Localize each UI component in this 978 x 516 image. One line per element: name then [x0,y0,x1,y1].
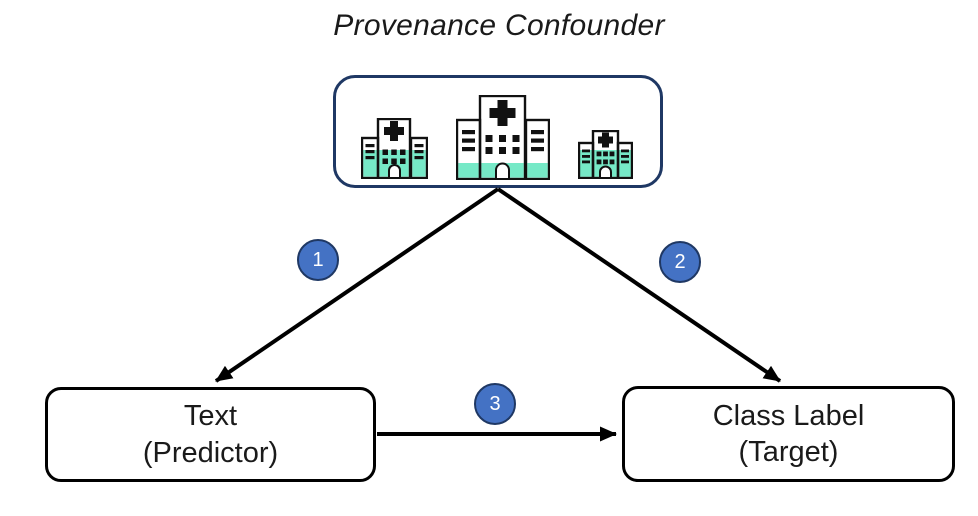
edge-badge-3: 3 [474,383,516,425]
diagram-title: Provenance Confounder [333,9,665,42]
edge-confounder-to-text [214,187,500,383]
hospital-icon-large [456,95,550,180]
edge-badge-2-label: 2 [674,250,686,273]
edge-badge-1: 1 [297,239,339,281]
text-node-line2: (Predictor) [142,436,279,469]
class-label-target-node: Class Label (Target) [622,386,955,482]
hospital-icon-small [578,130,633,179]
text-node-line1: Text [183,400,238,433]
class-label-node-line2: (Target) [738,436,839,468]
class-label-node-line1: Class Label [712,399,865,432]
edge-confounder-to-class-label [496,187,782,383]
hospital-icon-medium [361,118,428,179]
edge-badge-1-label: 1 [312,248,324,271]
edge-badge-2: 2 [659,241,701,283]
confounder-node [333,75,663,188]
edge-badge-3-label: 3 [489,392,501,415]
text-predictor-node: Text (Predictor) [45,387,376,482]
